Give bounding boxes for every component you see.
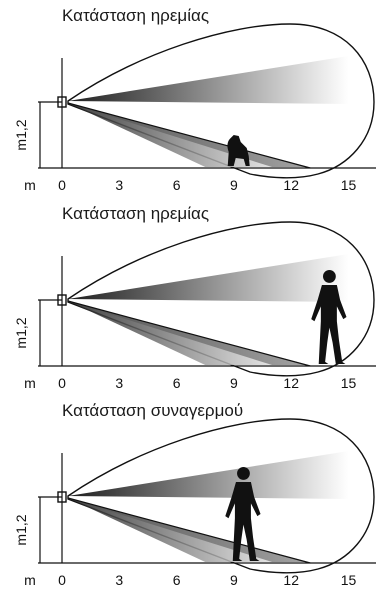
dog-icon — [227, 135, 250, 166]
upper-beam — [68, 451, 349, 499]
panel-title: Κατάσταση συναγερμού — [62, 401, 244, 420]
axis-tick-label: 3 — [115, 177, 123, 193]
axis-tick-label: 0 — [58, 572, 66, 588]
coverage-diagram: m1,2 m 0 3 6 9 12 15 — [13, 23, 376, 193]
height-label: m1,2 — [13, 317, 29, 348]
axis-tick-label: 6 — [173, 177, 181, 193]
axis-tick-label: 12 — [283, 177, 299, 193]
coverage-diagram: m1,2 m 0 3 6 9 12 15 — [13, 418, 376, 588]
beam-edge-line — [67, 497, 311, 564]
panel-title: Κατάσταση ηρεμίας — [62, 204, 210, 223]
beam-edge-line — [67, 102, 311, 169]
axis-tick-label: 6 — [173, 375, 181, 391]
person-icon — [311, 270, 347, 364]
axis-tick-label: 9 — [230, 572, 238, 588]
person-icon — [225, 467, 261, 561]
axis-tick-label: 15 — [341, 572, 357, 588]
axis-tick-label: 0 — [58, 375, 66, 391]
axis-tick-label: 9 — [230, 177, 238, 193]
panel-title: Κατάσταση ηρεμίας — [62, 6, 210, 25]
axis-tick-label: 6 — [173, 572, 181, 588]
coverage-diagram: m1,2 m 0 3 6 9 12 15 — [13, 221, 376, 391]
coverage-boundary — [67, 221, 375, 377]
coverage-boundary — [67, 23, 375, 179]
axis-tick-label: 3 — [115, 375, 123, 391]
axis-tick-label: 12 — [283, 572, 299, 588]
detection-panel: m1,2 m 0 3 6 9 12 15 Κατάσταση συναγερμού — [0, 395, 376, 591]
coverage-boundary — [67, 418, 375, 574]
axis-tick-label: 12 — [283, 375, 299, 391]
axis-tick-label: 3 — [115, 572, 123, 588]
axis-unit: m — [24, 572, 36, 588]
axis-unit: m — [24, 375, 36, 391]
detection-panel: m1,2 m 0 3 6 9 12 15 Κατάσταση ηρεμίας — [0, 198, 376, 394]
beam-edge-line — [67, 300, 311, 367]
axis-tick-label: 15 — [341, 177, 357, 193]
detection-panel: m1,2 m 0 3 6 9 12 15 Κατάσταση ηρεμίας — [0, 0, 376, 196]
height-label: m1,2 — [13, 514, 29, 545]
axis-tick-label: 0 — [58, 177, 66, 193]
axis-tick-label: 9 — [230, 375, 238, 391]
upper-beam — [68, 56, 349, 104]
height-label: m1,2 — [13, 119, 29, 150]
upper-beam — [68, 254, 349, 302]
axis-unit: m — [24, 177, 36, 193]
axis-tick-label: 15 — [341, 375, 357, 391]
